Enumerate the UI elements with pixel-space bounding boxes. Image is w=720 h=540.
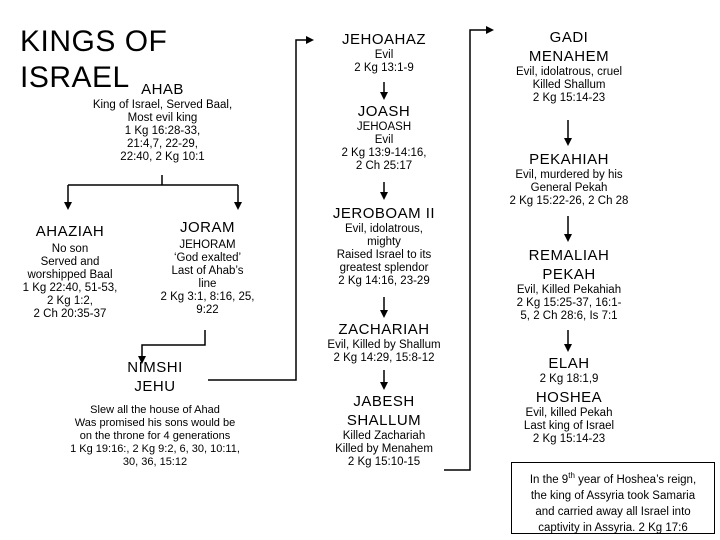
king-name-prefix: GADI [549, 29, 589, 46]
king-name: AHAB [141, 81, 184, 98]
king-name: PEKAH [542, 266, 596, 283]
king-desc: Evil 2 Kg 13:1-9 [354, 49, 414, 74]
king-shallum: JABESH SHALLUM Killed Zachariah Killed b… [314, 392, 454, 469]
king-desc: JEHORAM ‘God exalted’ Last of Ahab’s lin… [160, 239, 255, 316]
king-jeroboam-ii: JEROBOAM II Evil, idolatrous, mighty Rai… [309, 204, 459, 288]
king-name: AHAZIAH [35, 223, 105, 240]
king-name: SHALLUM [346, 412, 422, 429]
captivity-note: In the 9th year of Hoshea’s reign, the k… [511, 462, 715, 534]
king-name: JEHU [134, 378, 176, 395]
king-desc: No son Served and worshipped Baal 1 Kg 2… [22, 243, 118, 320]
king-joash: JOASH JEHOASH Evil 2 Kg 13:9-14:16, 2 Ch… [314, 102, 454, 173]
king-name: MENAHEM [528, 48, 610, 65]
king-desc: 2 Kg 18:1,9 [539, 373, 599, 385]
arrow-ahab-branch [68, 175, 238, 186]
king-desc: Evil, Killed by Shallum 2 Kg 14:29, 15:8… [327, 339, 441, 364]
king-ahaziah: AHAZIAH No son Served and worshipped Baa… [0, 222, 140, 321]
king-jehoahaz: JEHOAHAZ Evil 2 Kg 13:1-9 [314, 30, 454, 75]
king-name: JEROBOAM II [332, 205, 436, 222]
king-name: JOASH [357, 103, 411, 120]
page-title: KINGS OF ISRAEL [20, 25, 168, 94]
king-hoshea: HOSHEA Evil, killed Pekah Last king of I… [499, 388, 639, 446]
king-name-prefix: JABESH [353, 393, 415, 410]
king-jehu: NIMSHI JEHU Slew all the house of Ahad W… [30, 358, 280, 469]
king-desc: Evil, killed Pekah Last king of Israel 2… [523, 407, 615, 445]
king-desc: Slew all the house of Ahad Was promised … [70, 404, 240, 468]
king-name: JEHOAHAZ [341, 31, 426, 48]
king-joram: JORAM JEHORAM ‘God exalted’ Last of Ahab… [140, 218, 275, 317]
king-menahem: GADI MENAHEM Evil, idolatrous, cruel Kil… [494, 28, 644, 105]
note-line-2: the king of Assyria took Samaria [530, 489, 696, 502]
king-desc: JEHOASH Evil 2 Kg 13:9-14:16, 2 Ch 25:17 [341, 121, 427, 172]
king-pekahiah: PEKAHIAH Evil, murdered by his General P… [489, 150, 649, 208]
king-pekah: REMALIAH PEKAH Evil, Killed Pekahiah 2 K… [494, 246, 644, 323]
king-desc: King of Israel, Served Baal, Most evil k… [92, 99, 233, 163]
king-desc: Killed Zachariah Killed by Menahem 2 Kg … [335, 430, 433, 468]
king-desc: Evil, murdered by his General Pekah 2 Kg… [509, 169, 629, 207]
king-name: JORAM [180, 219, 235, 236]
king-name: ELAH [548, 355, 590, 372]
king-desc: Evil, idolatrous, mighty Raised Israel t… [336, 223, 432, 287]
note-line-1: In the 9th year of Hoshea’s reign, [529, 471, 697, 486]
king-name: PEKAHIAH [529, 151, 609, 168]
king-name-prefix: REMALIAH [528, 247, 610, 264]
king-name: HOSHEA [535, 389, 603, 406]
king-elah: ELAH 2 Kg 18:1,9 [509, 354, 629, 386]
king-name-prefix: NIMSHI [127, 359, 183, 376]
king-desc: Evil, idolatrous, cruel Killed Shallum 2… [515, 66, 623, 104]
king-name: ZACHARIAH [338, 321, 430, 338]
note-line-4: captivity in Assyria. 2 Kg 17:6 [538, 521, 688, 534]
king-desc: Evil, Killed Pekahiah 2 Kg 15:25-37, 16:… [516, 284, 622, 322]
king-ahab: AHAB King of Israel, Served Baal, Most e… [40, 80, 285, 164]
note-line-3: and carried away all Israel into [535, 505, 691, 518]
king-zachariah: ZACHARIAH Evil, Killed by Shallum 2 Kg 1… [304, 320, 464, 365]
